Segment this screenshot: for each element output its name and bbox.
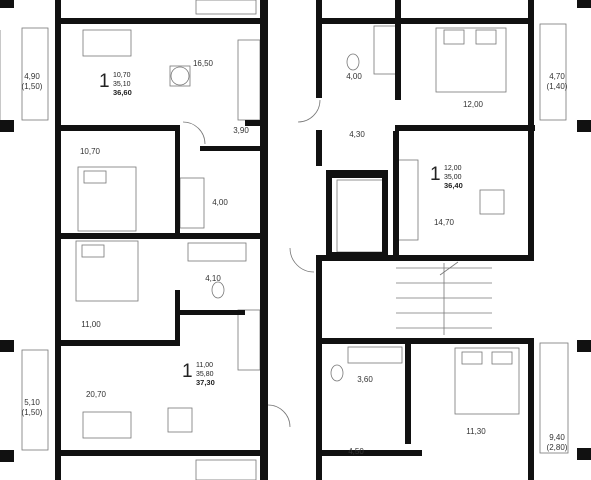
- area-top-right-bedroom: 12,00: [462, 100, 484, 109]
- area-bottom-right-bath: 3,60: [357, 375, 373, 384]
- balcony-left-top-reduced: (1,50): [21, 82, 43, 91]
- balcony-right-top: [539, 23, 567, 121]
- sofa-bottom-left: [82, 411, 132, 439]
- apartment-total-with-balcony: 37,30: [196, 378, 215, 387]
- apartment-total-with-balcony: 36,40: [444, 181, 463, 190]
- area-bottom-right-hall: 4,50: [348, 447, 364, 456]
- area-mid-left-bath: 4,10: [205, 274, 221, 283]
- balcony-left-bottom: [21, 349, 49, 451]
- apartment-room-count: 1: [182, 361, 193, 382]
- area-corridor-center: 4,30: [349, 130, 365, 139]
- area-mid-right-living: 14,70: [433, 218, 455, 227]
- balcony-right-bottom-area: 9,40: [549, 433, 565, 442]
- toilet-top-right: [346, 53, 360, 71]
- dining-table-right: [479, 189, 505, 215]
- bathtub-top-edge: [195, 0, 257, 15]
- area-top-left-bath: 4,00: [212, 198, 228, 207]
- apartment-total-area: 35,00: [444, 173, 462, 181]
- elevator-shaft: [336, 179, 384, 253]
- balcony-left-top-area: 4,90: [24, 72, 40, 81]
- apartment-living-area: 12,00: [444, 165, 462, 172]
- apartment-room-count: 1: [430, 164, 441, 185]
- area-top-left-bedroom: 10,70: [79, 147, 101, 156]
- apartment-total-area: 35,80: [196, 370, 214, 378]
- area-top-left-hall: 3,90: [233, 126, 249, 135]
- door-arc-hall-left: [182, 121, 206, 145]
- balcony-left-top: [21, 27, 49, 121]
- apartment-summary-right: 1 12,00 35,00 36,40: [430, 165, 490, 195]
- dining-table-bottom-left: [167, 407, 193, 433]
- bathtub-bottom-edge: [195, 459, 257, 480]
- balcony-left-bottom-reduced: (1,50): [21, 408, 43, 417]
- door-arc-hall-right: [297, 99, 321, 123]
- toilet-bottom-right: [330, 364, 344, 382]
- apartment-living-area: 11,00: [196, 362, 213, 369]
- area-bottom-left-living: 20,70: [85, 390, 107, 399]
- bed-mid-left: [75, 240, 139, 302]
- thin-lines: [0, 0, 569, 480]
- bathtub-bottom-right: [347, 346, 403, 364]
- apartment-summary-bottom-left: 1 11,00 35,80 37,30: [182, 362, 242, 392]
- balcony-left-bottom-area: 5,10: [24, 398, 40, 407]
- door-arc-corridor: [289, 247, 315, 273]
- balcony-right-bottom: [539, 342, 569, 454]
- kitchen-right: [397, 159, 419, 241]
- bathtub-mid-left: [187, 242, 247, 262]
- balcony-right-top-area: 4,70: [549, 72, 565, 81]
- kitchen-bottom-left: [237, 309, 261, 371]
- toilet-mid-left: [211, 281, 225, 299]
- balcony-right-top-reduced: (1,40): [546, 82, 568, 91]
- apartment-total-with-balcony: 36,60: [113, 88, 132, 97]
- area-mid-left-bedroom: 11,00: [81, 320, 101, 329]
- bathtub-top-left: [179, 177, 205, 229]
- area-top-left-living: 16,50: [192, 59, 214, 68]
- kitchen-top-left: [237, 39, 261, 121]
- bed-top-right: [435, 27, 507, 93]
- staircase: [396, 261, 492, 335]
- apartment-living-area: 10,70: [113, 72, 131, 79]
- apartment-total-area: 35,10: [113, 80, 131, 88]
- apartment-summary-top-left: 1 10,70 35,10 36,60: [99, 72, 159, 102]
- bed-top-left: [77, 166, 137, 232]
- apartment-room-count: 1: [99, 71, 110, 92]
- balcony-right-bottom-reduced: (2,80): [546, 443, 568, 452]
- dining-table-top-left: [170, 66, 190, 86]
- bed-bottom-right: [454, 347, 520, 415]
- area-bottom-right-bedroom: 11,30: [466, 427, 486, 436]
- sofa-top-left: [82, 29, 132, 57]
- door-arc-bottom-left: [267, 404, 291, 428]
- bathtub-top-right: [373, 25, 397, 75]
- area-top-right-bath: 4,00: [346, 72, 362, 81]
